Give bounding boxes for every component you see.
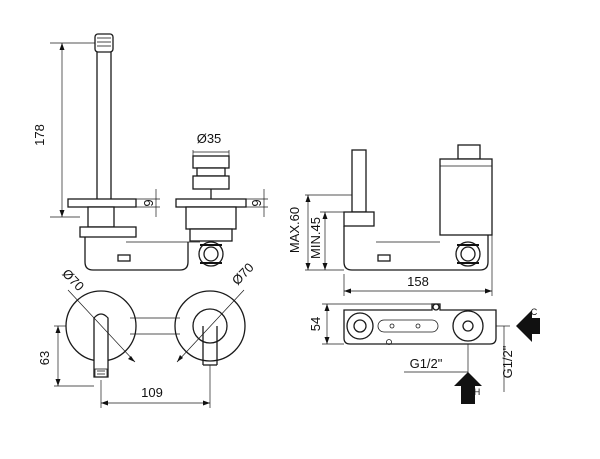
dimension-109: 109 bbox=[100, 365, 211, 408]
dimension-thread-bottom: G1/2" bbox=[404, 344, 469, 380]
dimension-63: 63 bbox=[37, 325, 94, 387]
spout-side-view bbox=[67, 33, 224, 271]
hot-inlet-arrow-icon: H bbox=[454, 372, 482, 404]
rosette-right-label: Ø70 bbox=[229, 260, 257, 288]
dimension-thread-side: G1/2" bbox=[496, 325, 515, 392]
handle-side-view bbox=[175, 155, 247, 242]
thread-side-label: G1/2" bbox=[500, 345, 515, 378]
thread-bottom-label: G1/2" bbox=[410, 356, 443, 371]
handle-diameter-label: Ø35 bbox=[197, 131, 222, 146]
dimension-9-right: 9 bbox=[246, 189, 268, 217]
body-side-view bbox=[343, 144, 493, 271]
body-length-label: 158 bbox=[407, 274, 429, 289]
dimension-9-left: 9 bbox=[136, 189, 160, 217]
center-distance-label: 109 bbox=[141, 385, 163, 400]
min-depth-label: MIN.45 bbox=[308, 217, 323, 259]
dimension-diameter-35: Ø35 bbox=[192, 131, 230, 156]
inlet-hot-label: H bbox=[474, 387, 481, 397]
plate-thickness-left-label: 9 bbox=[141, 199, 156, 206]
inlet-cold-label: C bbox=[531, 307, 538, 317]
dimension-54: 54 bbox=[308, 303, 432, 345]
dimension-178: 178 bbox=[32, 42, 95, 218]
spout-height-label: 178 bbox=[32, 124, 47, 146]
max-depth-label: MAX.60 bbox=[287, 207, 302, 253]
front-view bbox=[65, 290, 246, 378]
rosette-left-label: Ø70 bbox=[59, 266, 87, 294]
body-height-label: 54 bbox=[308, 317, 323, 331]
cold-inlet-arrow-icon: C bbox=[516, 307, 540, 342]
dimension-max-min: MAX.60 MIN.45 bbox=[287, 194, 352, 271]
spout-offset-label: 63 bbox=[37, 351, 52, 365]
plate-thickness-right-label: 9 bbox=[249, 199, 264, 206]
dimension-158: 158 bbox=[343, 235, 493, 296]
body-rear-view bbox=[343, 303, 497, 345]
